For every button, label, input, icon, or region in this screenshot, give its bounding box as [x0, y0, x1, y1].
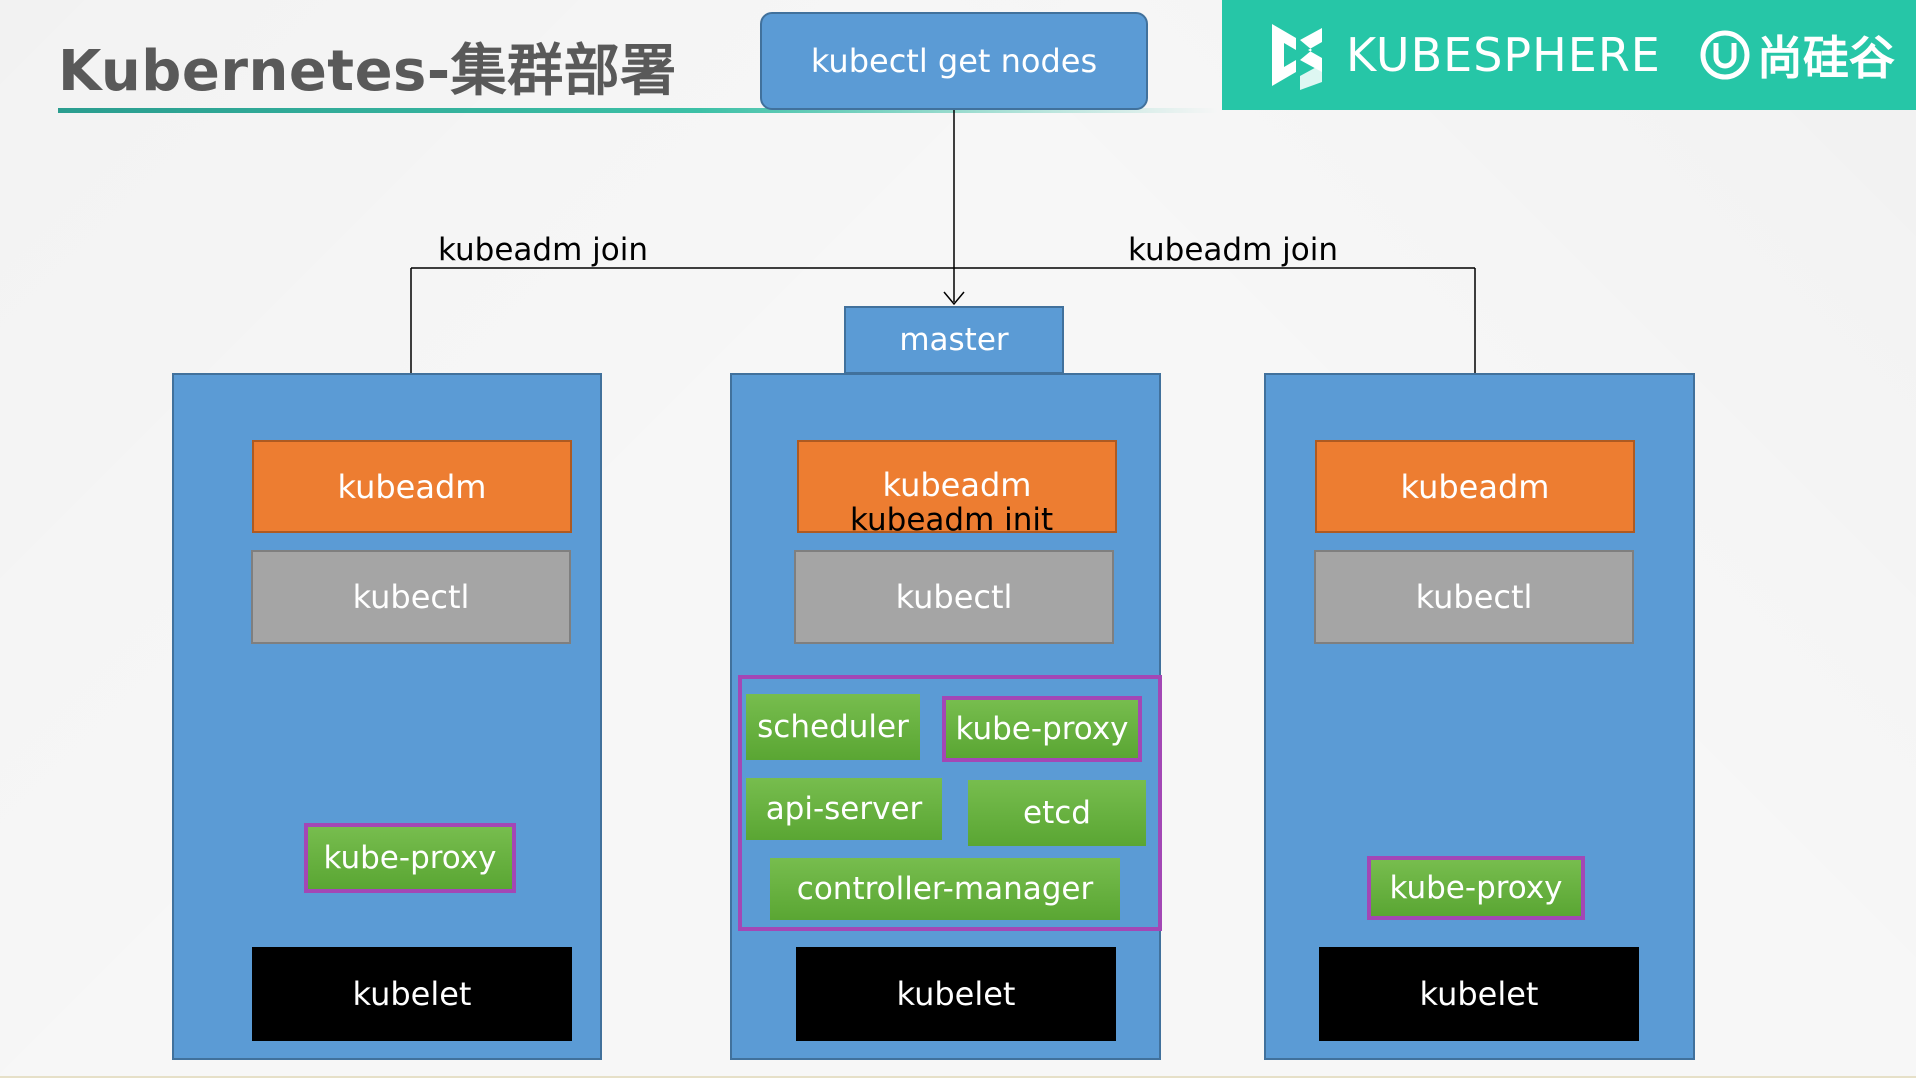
title-underline	[58, 108, 1218, 113]
kubeadm-init-label: kubeadm init	[850, 502, 1054, 538]
left-kubectl-box: kubectl	[251, 550, 571, 644]
control-plane-group	[738, 675, 1162, 931]
controller-manager-box: controller-manager	[770, 858, 1120, 920]
master-kubelet-box: kubelet	[796, 947, 1116, 1041]
right-kube-proxy-box: kube-proxy	[1367, 856, 1585, 920]
master-kubeadm-box: kubeadm	[797, 440, 1117, 533]
left-kube-proxy-box: kube-proxy	[304, 823, 516, 893]
arrow-head	[943, 291, 965, 306]
page-title: Kubernetes-集群部署	[58, 39, 677, 104]
atguigu-logo-icon	[1700, 30, 1750, 80]
right-kubectl-box: kubectl	[1314, 550, 1634, 644]
slide-bottom-rule	[0, 1076, 1916, 1078]
master-tab: master	[844, 306, 1064, 374]
kubesphere-brand-text: KUBESPHERE	[1346, 28, 1661, 82]
atguigu-brand-text: 尚硅谷	[1756, 31, 1895, 85]
etcd-box: etcd	[968, 780, 1146, 846]
right-kubeadm-box: kubeadm	[1315, 440, 1635, 533]
left-kubeadm-box: kubeadm	[252, 440, 572, 533]
scheduler-box: scheduler	[746, 694, 920, 760]
api-server-box: api-server	[746, 778, 942, 840]
join-label-right: kubeadm join	[1128, 232, 1338, 268]
master-kube-proxy-box: kube-proxy	[942, 696, 1142, 762]
right-kubelet-box: kubelet	[1319, 947, 1639, 1041]
brand-bar: KUBESPHERE 尚硅谷	[1222, 0, 1916, 110]
kubectl-get-nodes-box: kubectl get nodes	[760, 12, 1148, 110]
join-label-left: kubeadm join	[438, 232, 648, 268]
master-kubectl-box: kubectl	[794, 550, 1114, 644]
left-kubelet-box: kubelet	[252, 947, 572, 1041]
kubesphere-logo-icon	[1272, 24, 1322, 90]
